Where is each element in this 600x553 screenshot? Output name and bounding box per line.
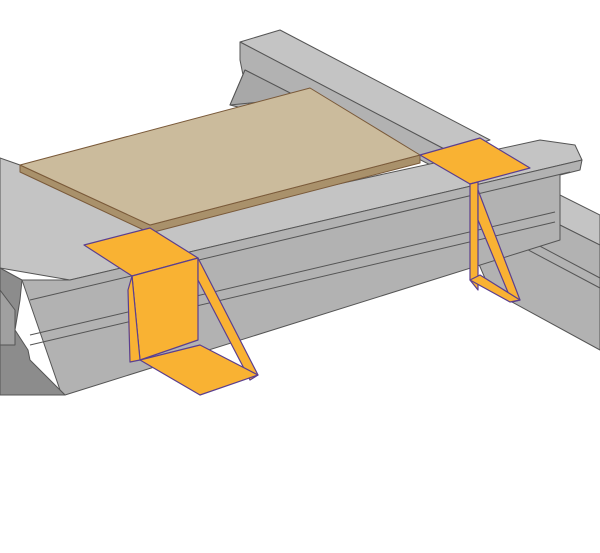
- hanger-strut: [197, 257, 259, 381]
- beam-groove: [29, 211, 556, 336]
- beam-groove: [29, 221, 556, 346]
- hanger-front-flange: [127, 275, 141, 363]
- hanger-top-flange: [419, 137, 531, 185]
- hanger-side-plate: [469, 181, 479, 291]
- joist-hanger-right: [419, 137, 531, 303]
- joist-hanger-left: [83, 227, 259, 396]
- front-beam-end-side: [0, 289, 16, 346]
- hanger-seat: [139, 344, 259, 396]
- plywood-panel: [19, 87, 421, 234]
- front-beam-end: [0, 267, 66, 396]
- hanger-seat: [469, 274, 521, 303]
- beam-groove: [29, 171, 571, 301]
